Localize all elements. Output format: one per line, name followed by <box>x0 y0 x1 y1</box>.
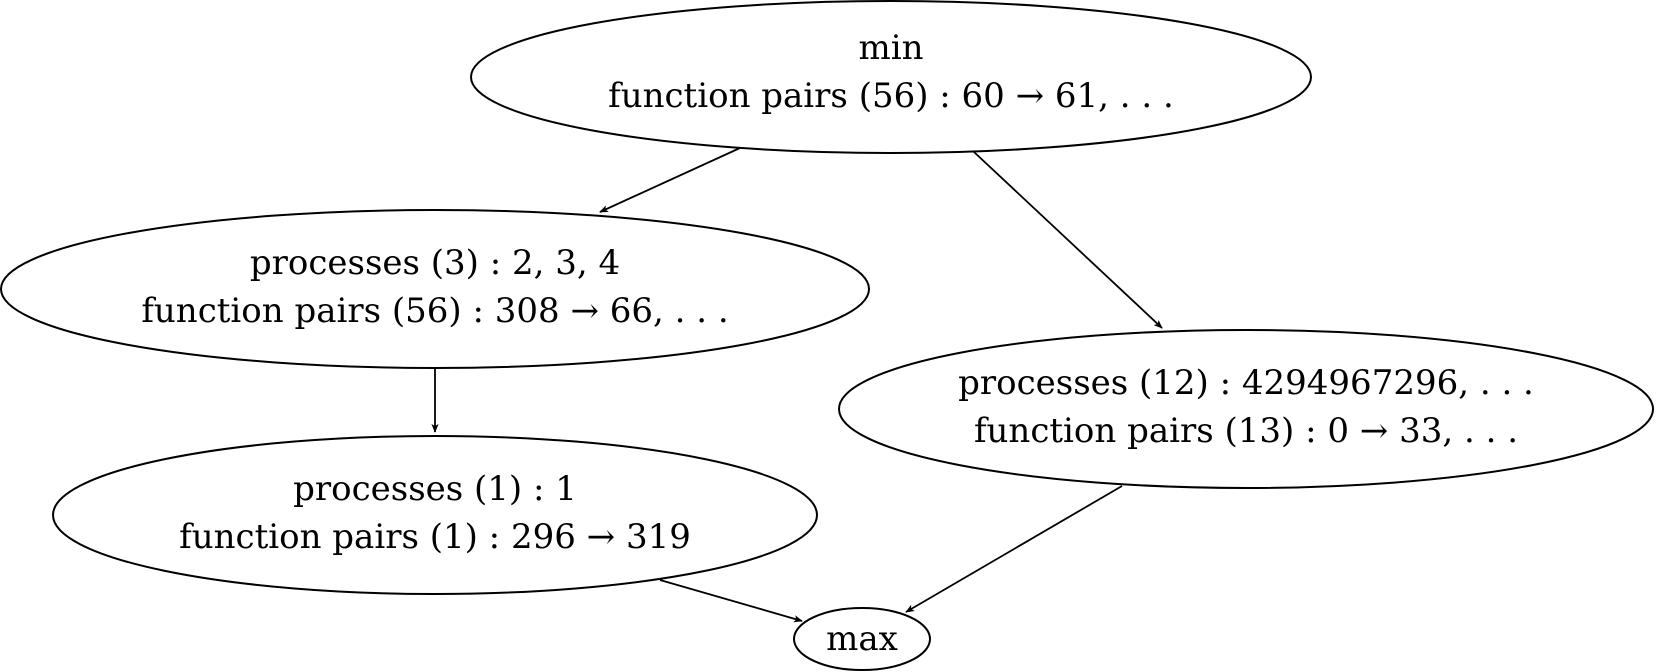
edge-min-to-processes-3 <box>599 147 741 213</box>
node-min-function-pairs: function pairs (56) : 60 → 61, . . . <box>608 76 1174 116</box>
edge-processes-12-to-max <box>905 485 1123 613</box>
node-processes-12-processes: processes (12) : 4294967296, . . . <box>958 363 1534 403</box>
node-processes-1-processes: processes (1) : 1 <box>293 469 577 509</box>
node-processes-3-processes: processes (3) : 2, 3, 4 <box>250 243 620 283</box>
node-processes-1: processes (1) : 1 function pairs (1) : 2… <box>52 435 818 595</box>
node-processes-12: processes (12) : 4294967296, . . . funct… <box>838 329 1654 489</box>
node-max-label: max <box>826 619 898 659</box>
node-max: max <box>793 607 931 671</box>
node-processes-1-function-pairs: function pairs (1) : 296 → 319 <box>179 517 691 557</box>
edge-min-to-processes-12 <box>973 151 1163 329</box>
node-min: min function pairs (56) : 60 → 61, . . . <box>470 0 1312 154</box>
node-min-label: min <box>858 28 923 68</box>
edge-processes-1-to-max <box>659 579 803 623</box>
node-processes-12-function-pairs: function pairs (13) : 0 → 33, . . . <box>974 411 1518 451</box>
node-processes-3: processes (3) : 2, 3, 4 function pairs (… <box>0 209 870 369</box>
node-processes-3-function-pairs: function pairs (56) : 308 → 66, . . . <box>141 291 728 331</box>
